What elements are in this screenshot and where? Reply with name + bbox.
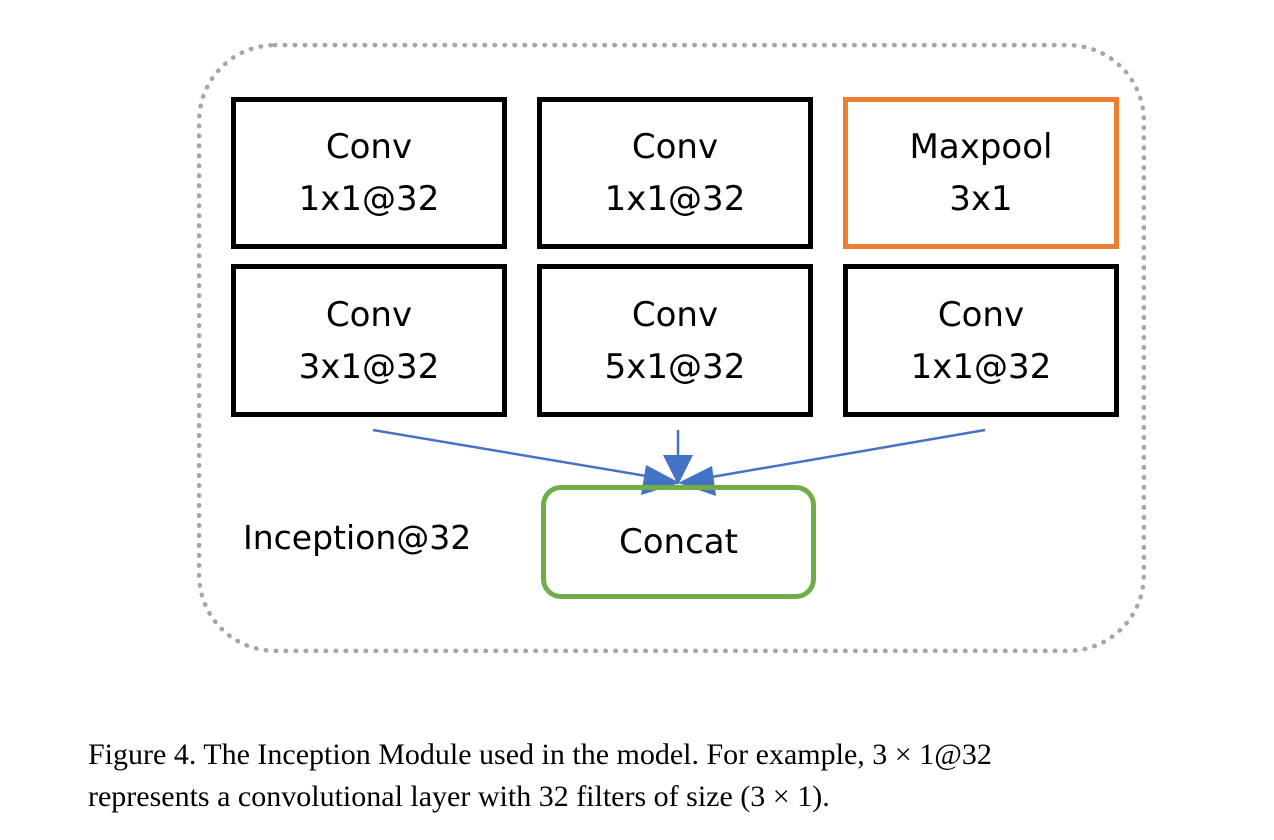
- block-title: Conv: [937, 294, 1025, 335]
- concat-label: Concat: [619, 522, 738, 562]
- block-spec: 1x1@32: [910, 346, 1052, 387]
- block-spec: 3x1@32: [298, 346, 440, 387]
- conv-block-1x1-top-middle: Conv 1x1@32: [537, 97, 813, 249]
- module-label: Inception@32: [243, 518, 472, 557]
- caption-line-2: represents a convolutional layer with 32…: [88, 780, 830, 813]
- block-spec: 1x1@32: [298, 179, 440, 219]
- caption-line-1: Figure 4. The Inception Module used in t…: [88, 738, 992, 771]
- block-spec: 3x1: [949, 179, 1013, 219]
- block-spec: 5x1@32: [604, 346, 746, 387]
- block-spec: 1x1@32: [604, 179, 746, 219]
- block-title: Conv: [325, 127, 413, 167]
- conv-block-3x1: Conv 3x1@32: [231, 264, 507, 417]
- maxpool-block: Maxpool 3x1: [843, 97, 1119, 249]
- arrow-middle-to-concat: [663, 430, 693, 485]
- block-title: Conv: [325, 294, 413, 335]
- block-title: Maxpool: [909, 127, 1053, 167]
- block-title: Conv: [631, 127, 719, 167]
- conv-block-1x1-after-maxpool: Conv 1x1@32: [843, 264, 1119, 417]
- block-title: Conv: [631, 294, 719, 335]
- inception-module-frame: [197, 43, 1146, 653]
- figure-caption: Figure 4. The Inception Module used in t…: [88, 734, 1258, 818]
- conv-block-1x1-top-left: Conv 1x1@32: [231, 97, 507, 249]
- concat-block: Concat: [541, 485, 816, 599]
- conv-block-5x1: Conv 5x1@32: [537, 264, 813, 417]
